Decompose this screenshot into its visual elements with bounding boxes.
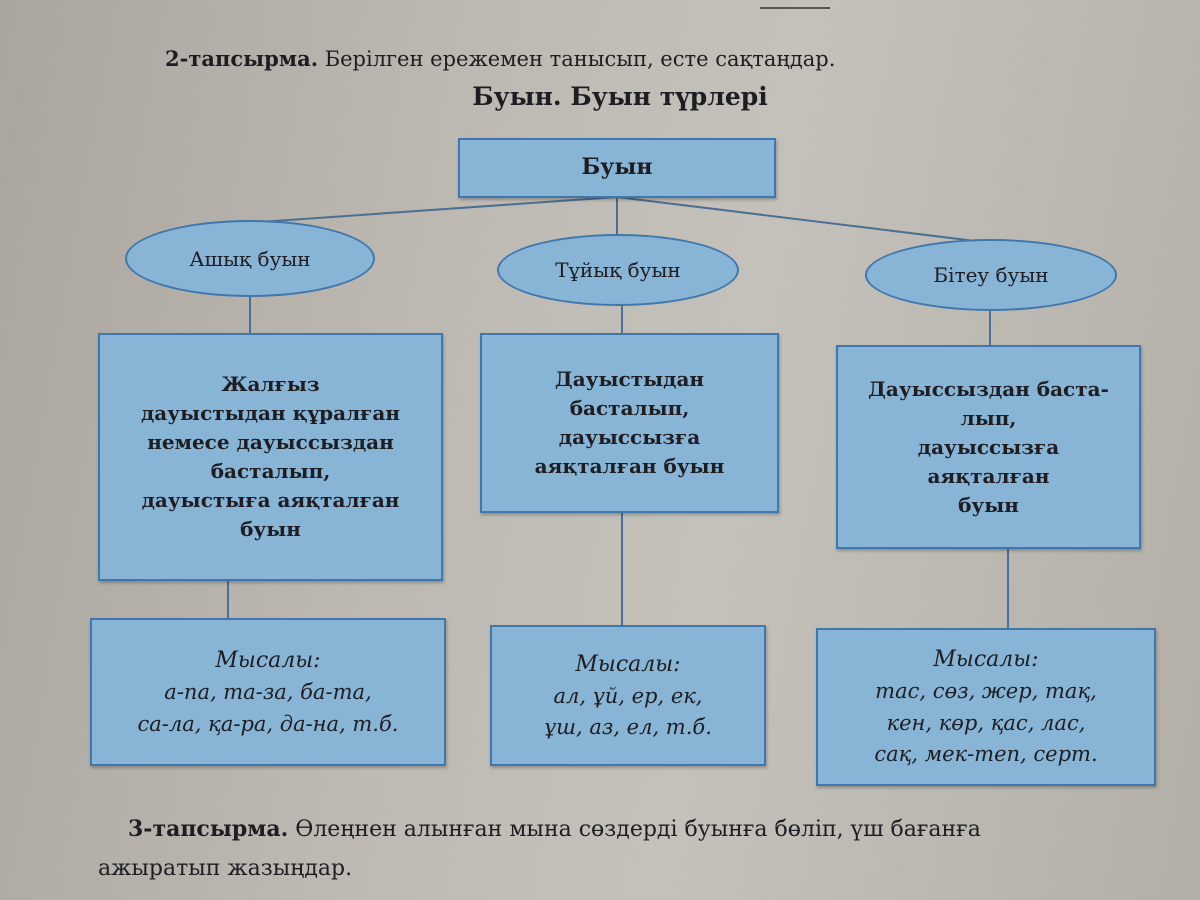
- def-line: дауыстыға аяқталған: [141, 488, 400, 512]
- def-line: Дауыссыздан баста-: [868, 376, 1109, 401]
- def-line: аяқталған буын: [534, 454, 725, 478]
- task-3-label: 3-тапсырма.: [128, 816, 289, 842]
- def-line: дауыссызға: [917, 434, 1060, 459]
- examples-open: Мысалы: а-па, та-за, ба-та, са-ла, қа-ра…: [90, 618, 446, 766]
- task-3-continued: ажыратып жазыңдар.: [98, 856, 353, 881]
- examples-label: Мысалы:: [215, 648, 321, 673]
- def-line: буын: [958, 492, 1019, 517]
- definition-closed: Дауыстыдан басталып, дауыссызға аяқталға…: [480, 333, 779, 513]
- ellipse-open-syllable: Ашық буын: [125, 220, 375, 297]
- ellipse-closed-syllable: Тұйық буын: [497, 234, 739, 306]
- example-line: ал, ұй, ер, ек,: [553, 683, 703, 708]
- example-line: кен, көр, қас, лас,: [886, 710, 1086, 735]
- def-line: лып,: [960, 405, 1017, 430]
- task-3: 3-тапсырма. Өлеңнен алынған мына сөздерд…: [128, 816, 981, 842]
- connector-root-open: [259, 196, 618, 223]
- task-2: 2-тапсырма. Берілген ережемен танысып, е…: [165, 46, 835, 71]
- type-name: Бітеу буын: [933, 263, 1049, 287]
- task-3-text: Өлеңнен алынған мына сөздерді буынға бөл…: [295, 817, 981, 842]
- ellipse-blocked-syllable: Бітеу буын: [865, 239, 1117, 311]
- examples-label: Мысалы:: [575, 651, 681, 677]
- definition-open: Жалғыз дауыстыдан құралған немесе дауысс…: [98, 333, 443, 581]
- def-line: дауыстыдан құралған: [140, 401, 401, 425]
- def-line: немесе дауыссыздан: [147, 430, 394, 454]
- task-2-label: 2-тапсырма.: [165, 46, 318, 71]
- def-line: басталып,: [569, 396, 690, 420]
- def-line: Дауыстыдан: [554, 367, 705, 391]
- type-name: Ашық буын: [189, 246, 311, 271]
- connector-root-blocked: [616, 196, 976, 242]
- example-line: тас, сөз, жер, тақ,: [875, 679, 1097, 704]
- example-line: са-ла, қа-ра, да-на, т.б.: [137, 711, 399, 736]
- def-line: басталып,: [210, 459, 331, 483]
- examples-label: Мысалы:: [933, 647, 1039, 673]
- root-box: Буын: [458, 138, 776, 198]
- definition-blocked: Дауыссыздан баста- лып, дауыссызға аяқта…: [836, 345, 1141, 549]
- task-2-text: Берілген ережемен танысып, есте сақтаңда…: [324, 47, 836, 71]
- examples-blocked: Мысалы: тас, сөз, жер, тақ, кен, көр, қа…: [816, 628, 1156, 786]
- example-line: ұш, аз, ел, т.б.: [544, 715, 712, 739]
- example-line: сақ, мек-теп, серт.: [874, 742, 1098, 767]
- def-line: буын: [240, 517, 301, 541]
- example-line: а-па, та-за, ба-та,: [164, 680, 372, 704]
- def-line: Жалғыз: [221, 372, 320, 396]
- examples-closed: Мысалы: ал, ұй, ер, ек, ұш, аз, ел, т.б.: [490, 625, 766, 766]
- root-label: Буын: [581, 154, 653, 181]
- diagram-title: Буын. Буын түрлері: [472, 82, 768, 111]
- type-name: Тұйық буын: [555, 258, 681, 282]
- def-line: дауыссызға: [558, 425, 701, 449]
- def-line: аяқталған: [927, 463, 1050, 488]
